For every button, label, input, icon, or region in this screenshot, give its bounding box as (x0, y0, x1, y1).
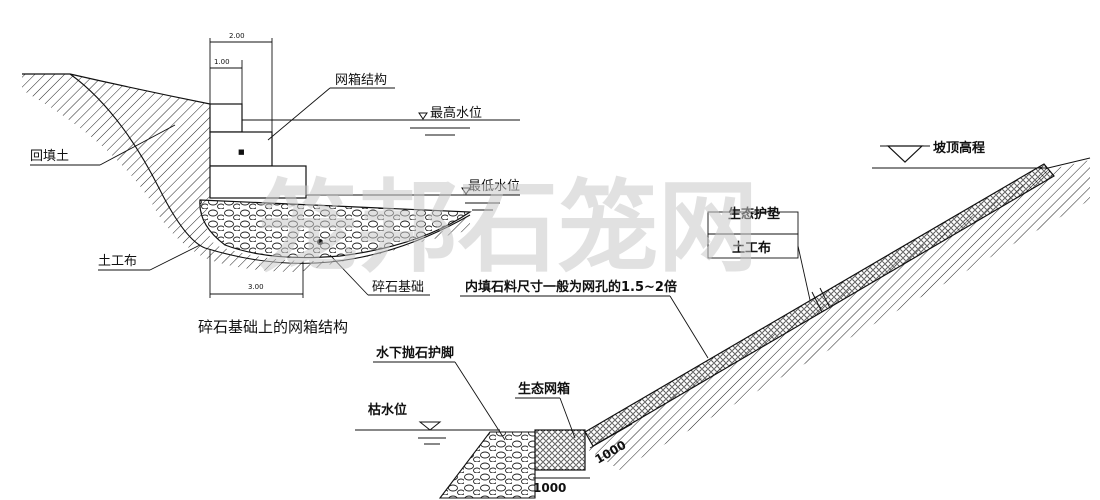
label-gravel-foundation: 碎石基础 (372, 280, 424, 295)
caption-left-section: 碎石基础上的网箱结构 (198, 318, 348, 336)
foundation-mark (317, 239, 323, 245)
gabion-block-top (209, 103, 243, 133)
leader-underwater-riprap-diag (454, 361, 506, 441)
label-geotextile-right: 土工布 (732, 240, 771, 256)
mattress-dim-line (589, 423, 633, 449)
label-backfill: 回填土 (30, 149, 69, 164)
watermark: 笼邦石笼网 (258, 169, 758, 286)
gravel-foundation (199, 199, 472, 259)
right-section: 坡顶高程 1000 1000 枯水位 水下抛石护脚 生态网箱 内填石料尺寸一般 (355, 140, 1091, 499)
label-eco-mattress: 生态护垫 (728, 206, 780, 222)
label-underwater-riprap-toe: 水下抛石护脚 (376, 345, 454, 361)
dim-box-width-label: 1000 (533, 481, 566, 495)
label-lowest-water-level: 最低水位 (468, 179, 520, 194)
leader-fill-stone-note-diag (669, 295, 709, 359)
label-geotextile-left: 土工布 (98, 254, 137, 269)
block-center-mark: ■ (238, 148, 245, 156)
ground-surface-line (22, 73, 211, 105)
label-fill-stone-note: 内填石料尺寸一般为网孔的1.5~2倍 (465, 279, 677, 295)
break-mark (811, 287, 831, 313)
dim-step-width-label: 1.00 (214, 58, 230, 66)
leader-gabion-structure (267, 87, 331, 141)
slope-top-marker-icon (886, 145, 924, 163)
eco-gabion-box (534, 429, 586, 471)
eco-mattress-band (584, 163, 1055, 447)
leader-backfill-diag (99, 124, 176, 166)
leader-mattress-box (797, 245, 811, 301)
lowest-water-marker-icon (461, 187, 471, 195)
label-highest-water-level: 最高水位 (430, 105, 482, 121)
dimension-base-width (209, 250, 304, 298)
dimension-top-width (209, 38, 273, 132)
dry-water-marker-icon (418, 421, 442, 431)
slope-soil (585, 160, 1090, 470)
leader-geotextile-left-diag (149, 244, 201, 271)
label-slope-top-elevation: 坡顶高程 (933, 140, 985, 156)
gabion-block-middle (209, 131, 273, 167)
riprap-toe (438, 431, 536, 499)
backfill-soil (22, 74, 470, 272)
leader-gravel-foundation (329, 254, 369, 296)
dim-base-width-label: 3.00 (248, 283, 264, 291)
highest-water-marker-icon (418, 112, 428, 120)
label-eco-gabion-box: 生态网箱 (518, 381, 570, 397)
leader-eco-gabion-box-diag (559, 397, 576, 439)
left-section: ■ 2.00 1.00 3.00 网箱结构 (22, 32, 520, 336)
label-dry-water-level: 枯水位 (368, 402, 407, 418)
geotextile-line-left (69, 73, 471, 264)
label-gabion-structure: 网箱结构 (335, 72, 387, 88)
gabion-block-bottom (209, 165, 307, 199)
dim-top-width-label: 2.00 (229, 32, 245, 40)
ground-right-top (1047, 157, 1091, 169)
